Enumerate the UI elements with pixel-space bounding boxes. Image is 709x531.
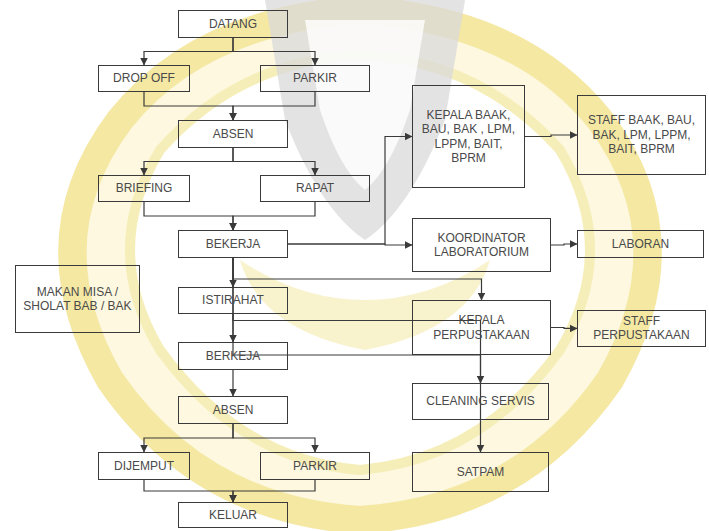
box-label: DIJEMPUT xyxy=(114,459,174,473)
box-label: DROP OFF xyxy=(113,71,175,85)
process-box: KOORDINATOR LABORATORIUM xyxy=(412,218,551,272)
box-label: CLEANING SERVIS xyxy=(426,394,534,408)
box-label: PARKIR xyxy=(293,71,337,85)
process-box: CLEANING SERVIS xyxy=(412,383,549,420)
box-label: BEKERJA xyxy=(206,237,261,251)
flow-arrow xyxy=(233,38,315,65)
note-box: MAKAN MISA / SHOLAT BAB / BAK xyxy=(15,265,140,333)
box-label: DATANG xyxy=(209,17,257,31)
flow-arrow xyxy=(144,38,233,65)
process-box: DATANG xyxy=(178,10,288,38)
flow-arrow xyxy=(525,135,577,137)
process-box: KEPALA PERPUSTAKAAN xyxy=(412,300,551,355)
box-label: ISTIRAHAT xyxy=(202,293,264,307)
box-label: KEPALA PERPUSTAKAAN xyxy=(417,313,546,342)
process-box: LABORAN xyxy=(577,230,704,258)
box-label: KELUAR xyxy=(209,508,257,522)
process-box: BRIEFING xyxy=(98,175,190,202)
box-label: PARKIR xyxy=(293,459,337,473)
flow-arrow xyxy=(288,137,412,245)
process-box: ISTIRAHAT xyxy=(178,287,288,314)
flow-arrow xyxy=(233,202,315,230)
process-box: BEKERJA xyxy=(178,230,288,258)
box-label: LABORAN xyxy=(612,237,669,251)
flow-arrow xyxy=(233,258,482,300)
process-box: SATPAM xyxy=(412,452,549,492)
flow-arrow xyxy=(144,424,233,452)
flow-arrow xyxy=(144,202,233,230)
box-label: ABSEN xyxy=(213,127,254,141)
flow-arrow xyxy=(233,148,315,175)
process-box: PARKIR xyxy=(260,452,370,480)
box-label: ABSEN xyxy=(213,403,254,417)
process-box: STAFF BAAK, BAU, BAK, LPM, LPPM, BAIT, B… xyxy=(577,95,706,175)
box-label: KOORDINATOR LABORATORIUM xyxy=(417,231,546,260)
box-label: SATPAM xyxy=(457,465,505,479)
process-box: BERKEJA xyxy=(178,342,288,370)
process-box: PARKIR xyxy=(260,65,370,92)
process-box: ABSEN xyxy=(178,120,288,148)
box-label: RAPAT xyxy=(296,181,334,195)
process-box: KEPALA BAAK, BAU, BAK , LPM, LPPM, BAIT,… xyxy=(412,85,525,188)
flow-arrow xyxy=(144,148,233,175)
box-label: KEPALA BAAK, BAU, BAK , LPM, LPPM, BAIT,… xyxy=(417,108,520,166)
flow-arrow xyxy=(144,480,233,502)
flow-arrow xyxy=(232,370,233,396)
flow-arrow xyxy=(233,424,315,452)
flow-arrow xyxy=(288,244,412,245)
flow-arrow xyxy=(144,92,233,120)
process-box: RAPAT xyxy=(260,175,370,202)
flow-arrow xyxy=(551,327,577,329)
process-box: DIJEMPUT xyxy=(98,452,190,480)
process-box: KELUAR xyxy=(178,502,288,528)
process-box: DROP OFF xyxy=(98,65,190,92)
flow-arrow xyxy=(233,480,315,502)
box-label: STAFF BAAK, BAU, BAK, LPM, LPPM, BAIT, B… xyxy=(582,113,701,156)
flow-arrow xyxy=(551,244,577,245)
process-box: ABSEN xyxy=(178,396,288,424)
box-label: BRIEFING xyxy=(116,181,173,195)
flow-arrow xyxy=(233,258,481,383)
process-box: STAFF PERPUSTAKAAN xyxy=(577,310,706,347)
box-label: BERKEJA xyxy=(206,349,261,363)
box-label: STAFF PERPUSTAKAAN xyxy=(582,314,701,343)
flow-arrow xyxy=(233,92,315,120)
box-label: MAKAN MISA / SHOLAT BAB / BAK xyxy=(20,285,135,314)
